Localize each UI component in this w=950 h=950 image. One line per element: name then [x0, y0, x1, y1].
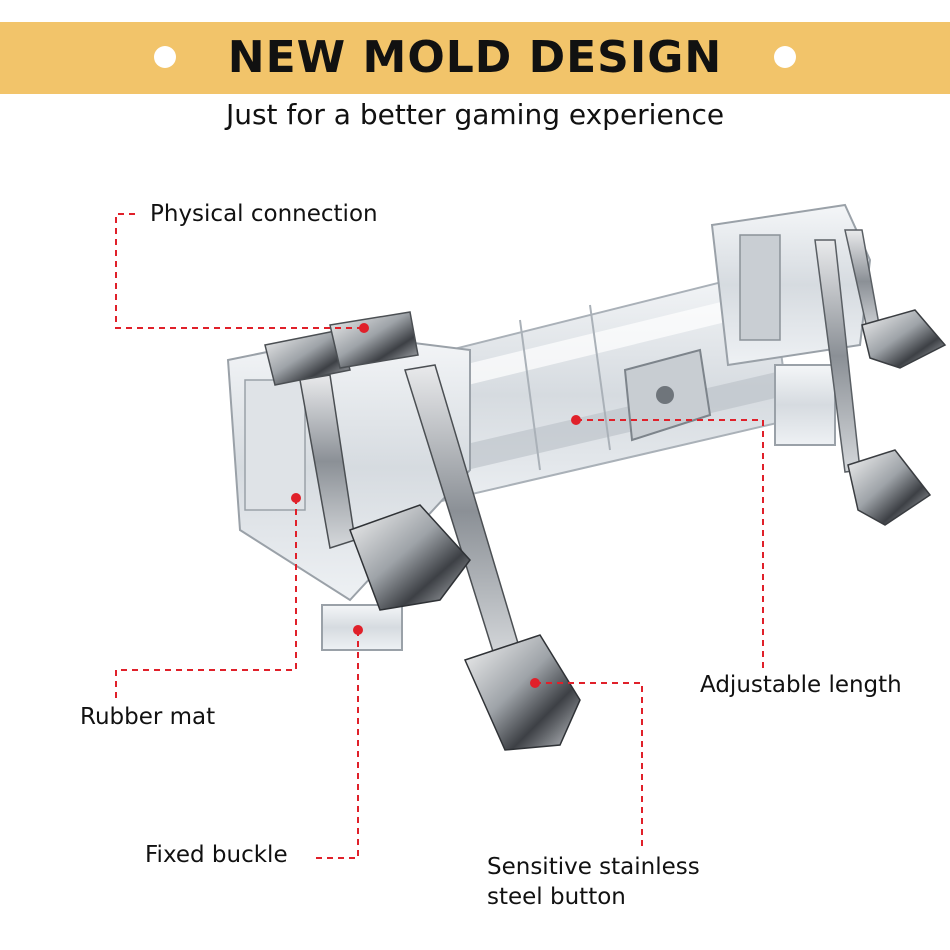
callout-lines — [115, 213, 764, 859]
callout-dots — [291, 323, 581, 688]
left-clamp — [226, 311, 581, 751]
label-fixed-buckle: Fixed buckle — [145, 842, 288, 868]
page-title: NEW MOLD DESIGN — [227, 32, 723, 83]
label-physical-connection: Physical connection — [150, 201, 378, 227]
banner-dot-right — [774, 46, 796, 68]
banner-dot-left — [154, 46, 176, 68]
label-rubber-mat: Rubber mat — [80, 704, 216, 730]
label-adjustable-length: Adjustable length — [700, 672, 902, 698]
page-subtitle: Just for a better gaming experience — [225, 98, 725, 131]
right-clamp — [710, 203, 947, 526]
label-sensitive-button-line2: steel button — [487, 884, 626, 910]
label-sensitive-button: Sensitive stainless steel button — [487, 852, 700, 912]
label-sensitive-button-line1: Sensitive stainless — [487, 854, 700, 880]
